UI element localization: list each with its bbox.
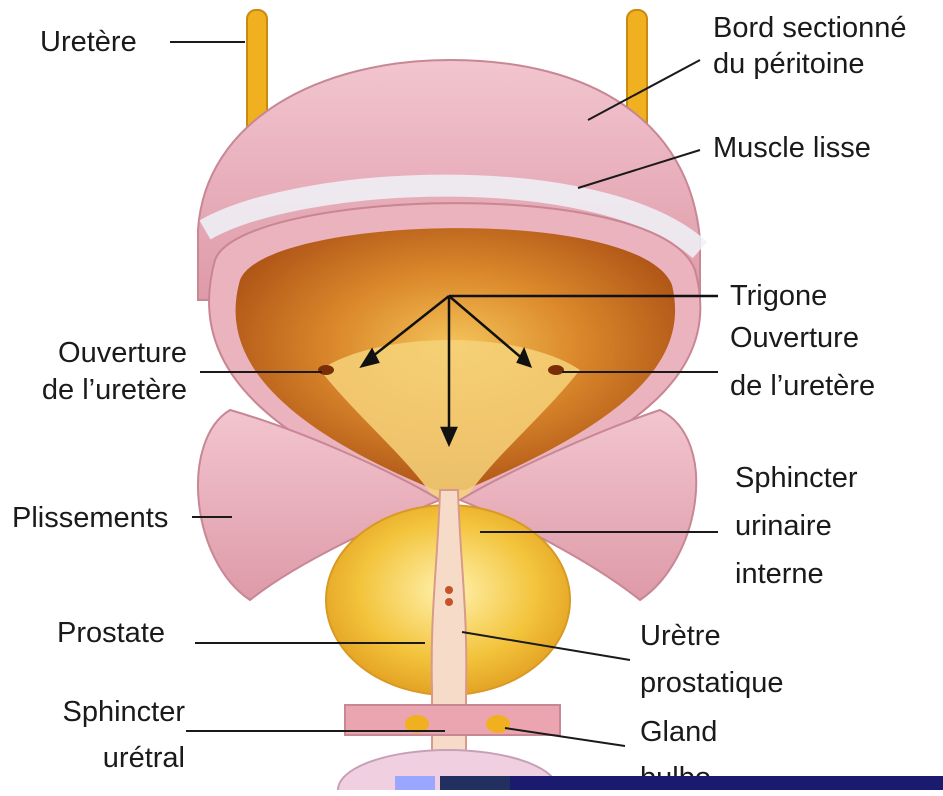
right-ureter-opening <box>548 365 564 375</box>
label-uretre-2: prostatique <box>640 665 784 701</box>
scan-artifact-bar <box>510 776 943 790</box>
label-gland-1: Gland <box>640 714 717 750</box>
label-sphincter-ur-1: Sphincter <box>5 694 185 730</box>
label-sphincter-ur-2: urétral <box>5 740 185 776</box>
label-ouverture-left-2: de l’uretère <box>5 372 187 408</box>
urethra <box>432 490 467 790</box>
left-ureter-opening <box>318 365 334 375</box>
label-bord-2: du péritoine <box>713 46 865 82</box>
scan-artifact-mid <box>440 776 510 790</box>
label-uretere: Uretère <box>40 24 137 60</box>
label-trigone: Trigone <box>730 278 827 314</box>
label-uretre-1: Urètre <box>640 618 721 654</box>
label-muscle-lisse: Muscle lisse <box>713 130 871 166</box>
label-prostate: Prostate <box>57 615 165 651</box>
label-plissements: Plissements <box>12 500 168 536</box>
label-ouverture-right-2: de l’uretère <box>730 368 875 404</box>
label-ouverture-right-1: Ouverture <box>730 320 859 356</box>
scan-artifact-left <box>395 776 435 790</box>
label-sphincter-int-1: Sphincter <box>735 460 858 496</box>
right-bulbo-gland <box>486 715 510 733</box>
label-sphincter-int-2: urinaire <box>735 508 832 544</box>
label-bord-1: Bord sectionné <box>713 10 906 46</box>
label-ouverture-left-1: Ouverture <box>5 335 187 371</box>
label-sphincter-int-3: interne <box>735 556 824 592</box>
